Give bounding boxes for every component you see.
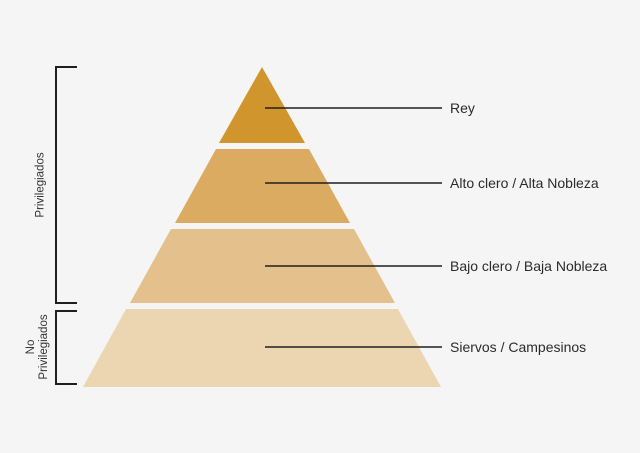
bracket-no-privilegiados	[55, 310, 77, 385]
group-label-privilegiados-text: Privilegiados	[34, 152, 47, 218]
tier-label-alto-clero: Alto clero / Alta Nobleza	[450, 175, 599, 191]
group-label-privilegiados: Privilegiados	[35, 152, 48, 217]
group-label-privilegiados-line: Privilegiados	[38, 314, 50, 380]
bracket-privilegiados	[55, 66, 77, 304]
tier-label-rey: Rey	[450, 100, 475, 116]
pyramid-tier-alto-clero	[175, 149, 350, 223]
pyramid-tier-siervos	[83, 309, 441, 387]
pyramid-tier-bajo-clero	[130, 229, 395, 303]
tier-label-bajo-clero: Bajo clero / Baja Nobleza	[450, 258, 608, 274]
group-label-no-line: No	[25, 339, 37, 355]
group-label-no-privilegiados: No Privilegiados	[25, 314, 51, 379]
pyramid-tier-rey	[219, 67, 305, 143]
tier-label-siervos: Siervos / Campesinos	[450, 339, 587, 355]
